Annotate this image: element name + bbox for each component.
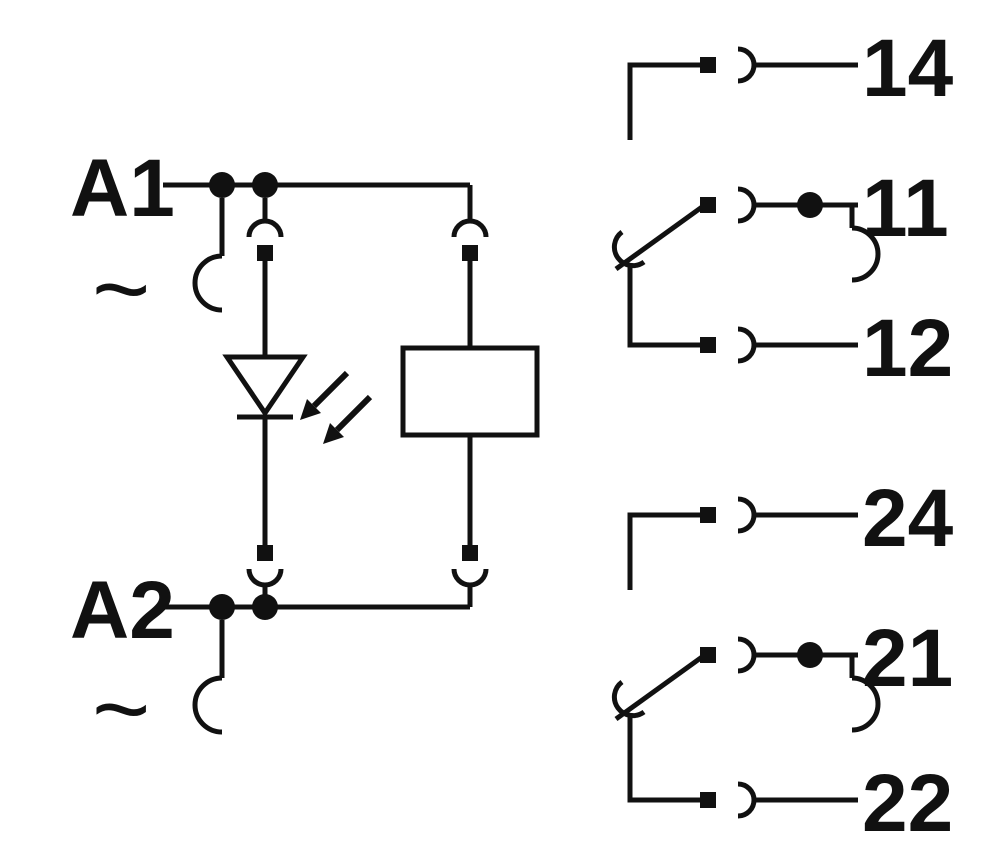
led-branch-lower-plug-socket-icon [246, 568, 284, 588]
ac-symbol-a1: ~ [92, 233, 150, 345]
led-light-arrow-2-head-icon [323, 423, 344, 444]
contact11-jumper-socket-icon [851, 225, 881, 283]
labels: A1 ~ A2 ~ 14 11 12 24 21 22 [70, 23, 954, 849]
changeover-contact-1 [611, 46, 881, 364]
contact22-plug-socket-icon [737, 781, 757, 819]
contact21-plug-pin-icon [700, 647, 716, 663]
contact24-plug-pin-icon [700, 507, 716, 523]
contact1-arm [614, 204, 704, 272]
changeover-contact-2 [611, 496, 881, 819]
terminal-label-24: 24 [862, 473, 954, 564]
relay-coil-box-icon [400, 345, 540, 438]
led-branch-upper-plug-socket-icon [246, 218, 284, 238]
contact14-stub [627, 62, 700, 140]
a2-socket-arc-icon [192, 675, 223, 735]
contact1-common-wire [627, 263, 700, 348]
led-light-arrow-2-shaft [334, 394, 373, 433]
contact22-plug-pin-icon [700, 792, 716, 808]
contact11-plug-socket-icon [737, 186, 757, 224]
contact21-plug-socket-icon [737, 636, 757, 674]
coil-branch-lower-plug-socket-icon [451, 568, 489, 588]
contact12-plug-pin-icon [700, 337, 716, 353]
a2-junction-dot-left [209, 594, 235, 620]
terminal-label-a1: A1 [70, 143, 175, 234]
terminal-label-14: 14 [862, 23, 954, 114]
led-branch-upper-plug-pin-icon [257, 245, 273, 261]
led-branch-lower-plug-pin-icon [257, 545, 273, 561]
coil-section [163, 172, 540, 735]
contact21-junction-dot [797, 642, 823, 668]
terminal-label-a2: A2 [70, 565, 175, 656]
led-light-arrow-1-shaft [311, 370, 350, 409]
ac-symbol-a2: ~ [92, 653, 150, 765]
contact2-common-wire [627, 713, 700, 803]
contact14-plug-socket-icon [737, 46, 757, 84]
contact24-plug-socket-icon [737, 496, 757, 534]
contact24-stub [627, 512, 700, 590]
a1-socket-arc-icon [192, 253, 223, 313]
contact11-plug-pin-icon [700, 197, 716, 213]
terminal-label-21: 21 [862, 613, 953, 704]
terminal-label-11: 11 [862, 163, 949, 254]
coil-branch-upper-plug-socket-icon [451, 218, 489, 238]
coil-branch-lower-plug-pin-icon [462, 545, 478, 561]
a1-junction-dot-right [252, 172, 278, 198]
contact1-arm-hook-icon [611, 229, 646, 269]
contact11-junction-dot [797, 192, 823, 218]
contact12-plug-socket-icon [737, 326, 757, 364]
a2-junction-dot-right [252, 594, 278, 620]
contact21-jumper-socket-icon [851, 675, 881, 733]
terminal-label-22: 22 [862, 758, 953, 849]
led-diode-triangle-icon [222, 354, 308, 418]
a1-junction-dot-left [209, 172, 235, 198]
contact2-arm [614, 654, 704, 722]
coil-branch-upper-plug-pin-icon [462, 245, 478, 261]
terminal-label-12: 12 [862, 303, 953, 394]
contact2-arm-hook-icon [611, 679, 646, 719]
led-light-arrow-1-head-icon [300, 399, 321, 420]
contact14-plug-pin-icon [700, 57, 716, 73]
